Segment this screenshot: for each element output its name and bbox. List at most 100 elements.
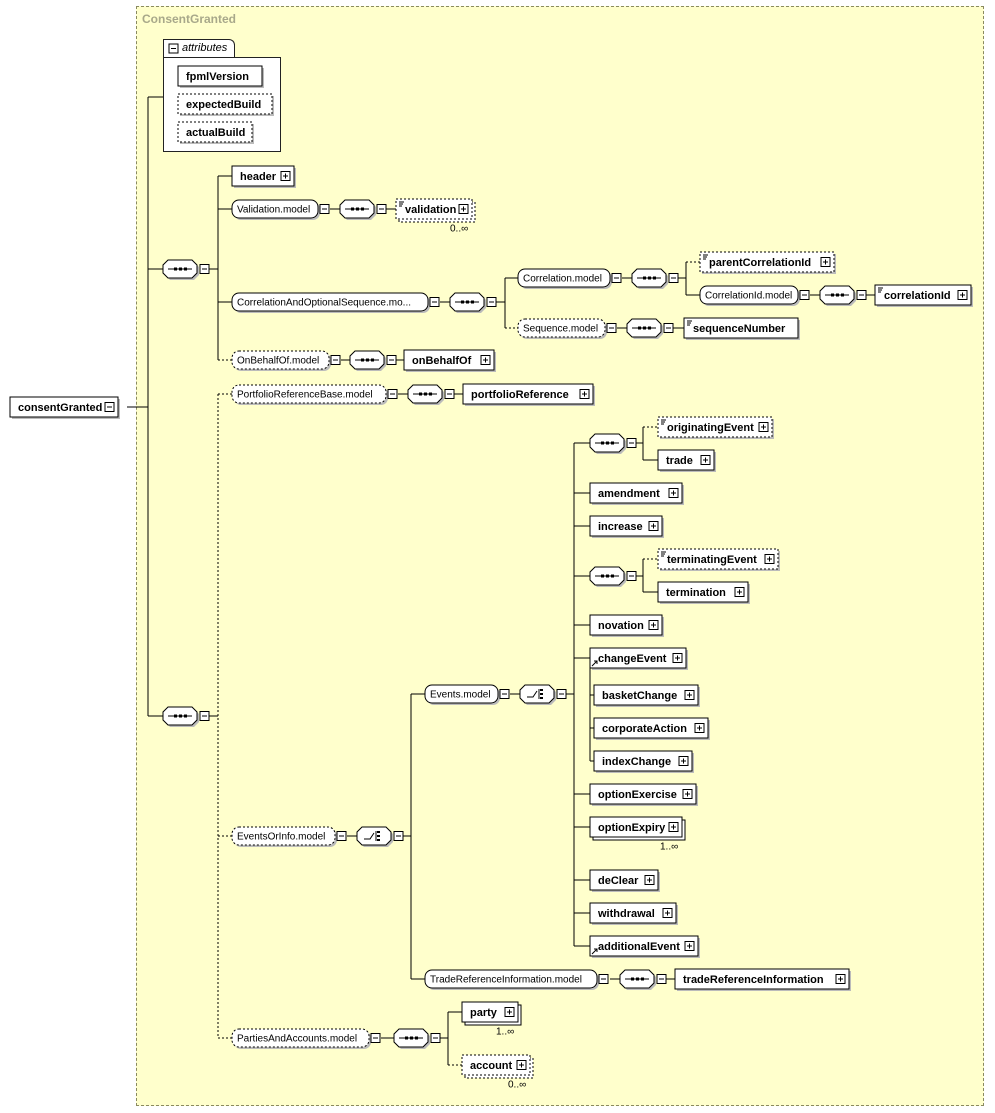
sequence-compositor[interactable] [162,259,199,280]
group-box[interactable] [517,268,611,288]
element-box[interactable] [395,198,473,220]
group-box[interactable] [424,684,499,704]
group-box[interactable] [517,318,606,338]
group-box[interactable] [231,384,387,404]
sequence-compositor[interactable] [449,292,486,313]
element-portfolioReference[interactable]: portfolioReference [462,383,595,406]
compositor-shape[interactable] [356,826,392,846]
element-increase[interactable]: increase [589,515,664,538]
group-EventsOrInfo.model[interactable]: EventsOrInfo.model [231,826,337,847]
sequence-compositor[interactable] [339,199,376,220]
group-Validation.model[interactable]: Validation.model [231,199,320,220]
element-parentCorrelationId[interactable]: parentCorrelationId [699,251,836,274]
compositor-shape[interactable] [519,684,555,704]
group-box[interactable] [231,350,330,370]
element-fpmlVersion[interactable]: fpmlVersion [177,65,264,88]
sequence-compositor[interactable] [619,969,656,990]
group-box[interactable] [231,292,429,312]
element-box[interactable] [177,65,263,87]
element-box[interactable] [589,816,683,838]
element-actualBuild[interactable]: actualBuild [177,121,254,144]
element-box[interactable] [674,968,850,990]
sequence-compositor[interactable] [589,566,626,587]
element-box[interactable] [589,647,687,669]
element-header[interactable]: header [231,165,296,188]
attributes-tab[interactable] [163,39,235,58]
sequence-compositor[interactable] [819,285,856,306]
choice-compositor[interactable] [519,684,556,705]
element-box[interactable] [593,717,709,739]
element-sequenceNumber[interactable]: sequenceNumber [683,317,800,340]
group-CorrelationAndOptionalSequence.mo...[interactable]: CorrelationAndOptionalSequence.mo... [231,292,430,313]
element-box[interactable] [657,548,779,570]
element-correlationId[interactable]: correlationId [874,284,973,307]
element-expectedBuild[interactable]: expectedBuild [177,93,274,116]
group-box[interactable] [424,969,598,989]
element-box[interactable] [589,515,663,537]
element-box[interactable] [657,449,715,471]
element-box[interactable] [657,416,773,438]
element-additionalEvent[interactable]: additionalEvent [589,935,700,958]
element-box[interactable] [177,121,253,143]
sequence-compositor[interactable] [349,350,386,371]
sequence-compositor[interactable] [407,384,444,405]
group-box[interactable] [699,285,799,305]
group-box[interactable] [231,826,336,846]
sequence-compositor[interactable] [626,318,663,339]
sequence-compositor[interactable] [393,1028,430,1049]
element-optionExercise[interactable]: optionExercise [589,783,698,806]
element-box[interactable] [589,869,659,891]
element-terminatingEvent[interactable]: terminatingEvent [657,548,780,571]
element-tradeReferenceInformation[interactable]: tradeReferenceInformation [674,968,851,991]
element-box[interactable] [657,581,749,603]
element-box[interactable] [589,614,663,636]
element-box[interactable] [461,1001,519,1023]
element-box[interactable] [462,383,594,405]
group-CorrelationId.model[interactable]: CorrelationId.model [699,285,800,306]
element-trade[interactable]: trade [657,449,716,472]
choice-compositor[interactable] [356,826,393,847]
element-box[interactable] [589,902,677,924]
element-changeEvent[interactable]: changeEvent [589,647,688,670]
element-withdrawal[interactable]: withdrawal [589,902,678,925]
group-box[interactable] [231,1028,370,1048]
element-indexChange[interactable]: indexChange [593,750,694,773]
group-Sequence.model[interactable]: Sequence.model [517,318,607,339]
element-consentGranted[interactable]: consentGranted [9,396,120,419]
element-onBehalfOf[interactable]: onBehalfOf [403,349,496,372]
element-box[interactable] [231,165,295,187]
group-PartiesAndAccounts.model[interactable]: PartiesAndAccounts.model [231,1028,371,1049]
sequence-compositor[interactable] [631,268,668,289]
element-box[interactable] [589,935,699,957]
element-box[interactable] [593,684,699,706]
group-OnBehalfOf.model[interactable]: OnBehalfOf.model [231,350,331,371]
element-box[interactable] [589,482,683,504]
element-termination[interactable]: termination [657,581,750,604]
group-PortfolioReferenceBase.model[interactable]: PortfolioReferenceBase.model [231,384,388,405]
element-box[interactable] [699,251,835,273]
element-box[interactable] [589,783,697,805]
sequence-compositor[interactable] [589,433,626,454]
element-box[interactable] [593,750,693,772]
element-box[interactable] [683,317,799,339]
element-deClear[interactable]: deClear [589,869,660,892]
element-originatingEvent[interactable]: originatingEvent [657,416,774,439]
group-TradeReferenceInformation.model[interactable]: TradeReferenceInformation.model [424,969,599,990]
element-basketChange[interactable]: basketChange [593,684,700,707]
element-amendment[interactable]: amendment [589,482,684,505]
group-box[interactable] [231,199,319,219]
element-box[interactable] [403,349,495,371]
element-box[interactable] [177,93,273,115]
group-Events.model[interactable]: Events.model [424,684,500,705]
sequence-compositor[interactable] [162,706,199,727]
element-box[interactable] [874,284,972,306]
element-box[interactable] [461,1054,531,1076]
element-novation[interactable]: novation [589,614,664,637]
group-Correlation.model[interactable]: Correlation.model [517,268,612,289]
element-corporateAction[interactable]: corporateAction [593,717,710,740]
element-box[interactable] [9,396,119,418]
